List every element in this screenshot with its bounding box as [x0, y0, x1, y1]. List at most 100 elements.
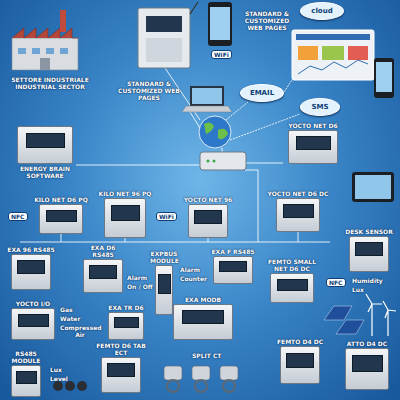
device-label: cloud: [307, 7, 337, 15]
device-body: [345, 348, 389, 390]
cloud-node: SMS: [300, 98, 340, 116]
text-label: STANDARD & CUSTOMIZED WEB PAGES: [240, 10, 294, 32]
device-label: FEMTO D4 DC: [276, 338, 324, 345]
device-screen: [16, 371, 37, 384]
text-label: Compressed Air: [60, 324, 100, 338]
device-label: SMS: [307, 103, 333, 111]
device-label: FEMTO SMALL NET D6 DC: [262, 258, 322, 272]
device-body: [155, 265, 173, 315]
device-label: YOCTO NET D6: [283, 122, 343, 129]
device-node: ENERGY BRAIN SOFTWARE: [14, 125, 76, 179]
device-node: YOCTO NET D6: [283, 122, 343, 165]
device-label: KILO NET 96 PQ: [98, 190, 152, 197]
device-screen: [352, 355, 383, 372]
device-screen: [111, 205, 140, 221]
cloud-node: EMAIL: [240, 84, 284, 102]
device-node: KILO NET D6 PQ: [30, 196, 92, 235]
device-node: DESK SENSOR: [344, 228, 394, 273]
text-label: SETTORE INDUSTRIALE INDUSTRIAL SECTOR: [10, 76, 90, 90]
device-node: EXA D6 RS485: [80, 244, 126, 294]
device-label: FEMTO D6 TAB ECT: [96, 342, 146, 356]
device-label: EXPBUS MODULE: [150, 250, 178, 264]
device-screen: [158, 274, 171, 294]
device-screen: [114, 317, 139, 328]
device-label: EMAIL: [247, 89, 277, 97]
text-label: Lux: [50, 366, 62, 373]
device-screen: [219, 261, 247, 272]
device-body: [11, 254, 51, 290]
device-body: [173, 304, 233, 340]
device-node: FEMTO D6 TAB ECT: [96, 342, 146, 394]
device-screen: [107, 363, 135, 377]
text-label: Alarm: [180, 266, 200, 273]
device-label: EXA TR D6: [104, 304, 148, 311]
device-node: EXA F RS485: [210, 248, 256, 285]
text-label: SPLIT CT: [192, 352, 221, 359]
device-body: [101, 357, 141, 393]
text-label: STANDARD & CUSTOMIZED WEB PAGES: [116, 80, 182, 102]
text-label: Lux: [352, 286, 364, 293]
device-node: EXA 96 RS485: [6, 246, 56, 291]
device-body: [17, 126, 73, 164]
device-node: YOCTO NET D6 DC: [266, 190, 330, 233]
device-node: RS485 MODULE: [6, 350, 46, 398]
device-label: ENERGY BRAIN SOFTWARE: [14, 165, 76, 179]
device-screen: [355, 242, 383, 256]
device-body: [213, 256, 253, 284]
device-screen: [182, 310, 224, 324]
device-body: [270, 273, 314, 303]
device-body: [104, 198, 146, 238]
device-screen: [17, 260, 45, 274]
device-body: [276, 198, 320, 232]
device-node: YOCTO I/O: [8, 300, 58, 341]
device-body: [39, 204, 83, 234]
device-label: YOCTO NET D6 DC: [266, 190, 330, 197]
text-label: On / Off: [127, 283, 153, 290]
device-label: KILO NET D6 PQ: [30, 196, 92, 203]
device-node: KILO NET 96 PQ: [98, 190, 152, 239]
device-node: FEMTO SMALL NET D6 DC: [262, 258, 322, 304]
device-screen: [296, 136, 331, 150]
device-label: DESK SENSOR: [344, 228, 394, 235]
device-body: [108, 312, 144, 340]
device-label: EXA D6 RS485: [80, 244, 126, 258]
device-label: RS485 MODULE: [6, 350, 46, 364]
device-node: EXA TR D6: [104, 304, 148, 341]
device-node: YOCTO NET 96: [180, 196, 236, 239]
wireless-badge: NFC: [326, 278, 346, 287]
device-body: [11, 308, 55, 340]
text-label: Alarm: [127, 274, 147, 281]
device-body: [188, 204, 228, 238]
device-screen: [283, 204, 314, 218]
text-label: Level: [50, 375, 68, 382]
device-body: [11, 365, 41, 397]
device-node: ATTO D4 DC: [342, 340, 392, 391]
text-label: Humidity: [352, 277, 383, 284]
device-screen: [286, 353, 314, 368]
device-body: [288, 130, 338, 164]
text-label: Water: [60, 315, 80, 322]
device-label: EXA 96 RS485: [6, 246, 56, 253]
device-label: YOCTO NET 96: [180, 196, 236, 203]
wireless-badge: NFC: [8, 212, 28, 221]
device-label: ATTO D4 DC: [342, 340, 392, 347]
device-screen: [26, 133, 65, 148]
device-screen: [194, 210, 222, 224]
device-node: FEMTO D4 DC: [276, 338, 324, 385]
cloud-node: cloud: [300, 2, 344, 20]
device-screen: [46, 210, 77, 222]
device-node: EXA MODB: [170, 296, 236, 341]
device-label: EXA F RS485: [210, 248, 256, 255]
device-body: [83, 259, 123, 293]
device-body: [349, 236, 389, 272]
device-screen: [18, 314, 49, 327]
text-label: Gas: [60, 306, 73, 313]
device-body: [280, 346, 320, 384]
wireless-badge: WiFi: [211, 50, 232, 59]
wireless-badge: WiFi: [156, 212, 177, 221]
device-label: YOCTO I/O: [8, 300, 58, 307]
device-label: EXA MODB: [170, 296, 236, 303]
text-label: Counter: [180, 275, 207, 282]
device-screen: [277, 279, 308, 291]
